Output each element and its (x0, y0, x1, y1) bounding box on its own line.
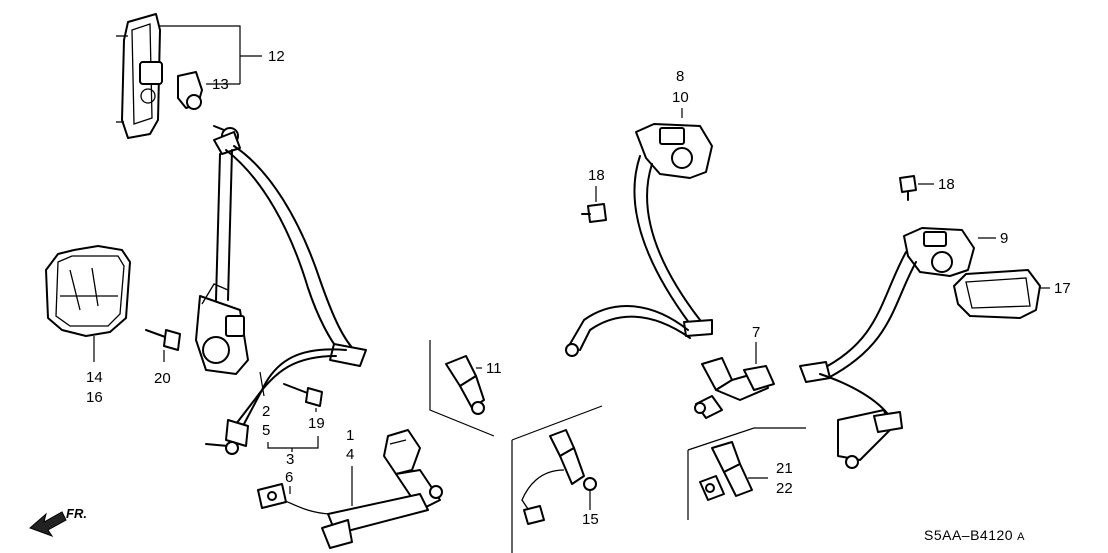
callout-4: 4 (346, 446, 354, 463)
bolt-18-center-part (581, 186, 607, 223)
pillar-cover-part (116, 13, 163, 139)
front-seat-belt-part (195, 125, 367, 455)
bolt-20-part (145, 329, 181, 362)
rear-right-seat-belt-part (799, 227, 975, 469)
direction-label: FR. (66, 506, 87, 521)
callout-8: 8 (676, 68, 684, 85)
callout-15: 15 (582, 511, 599, 528)
callout-18-center: 18 (588, 167, 605, 184)
callout-11: 11 (486, 360, 502, 377)
callout-21: 21 (776, 460, 793, 477)
callout-13: 13 (212, 76, 229, 93)
front-buckle-part (257, 429, 443, 549)
callout-3: 3 (286, 451, 294, 468)
callout-12: 12 (268, 48, 285, 65)
callout-17: 17 (1054, 280, 1071, 297)
rear-outer-seat-belt-part (565, 123, 713, 357)
trim-cover-part (45, 245, 131, 362)
group-bracket-15 (511, 405, 603, 553)
front-direction-arrow: FR. (29, 506, 87, 537)
rear-side-buckle-part (699, 441, 768, 501)
rear-center-buckle-part (445, 355, 485, 415)
callout-1: 1 (346, 427, 354, 444)
group-bracket-21 (687, 427, 806, 520)
callout-10: 10 (672, 89, 689, 106)
callout-20: 20 (154, 370, 171, 387)
cover-clip-part (177, 71, 203, 110)
callout-7: 7 (752, 324, 760, 341)
callout-5: 5 (262, 422, 270, 439)
rear-buckle-harness-part (521, 429, 597, 525)
callout-6: 6 (285, 469, 293, 486)
callout-19: 19 (308, 415, 325, 432)
callout-22: 22 (776, 480, 793, 497)
callout-18-right: 18 (938, 176, 955, 193)
callout-9: 9 (1000, 230, 1008, 247)
callout-2: 2 (262, 403, 270, 420)
callout-16: 16 (86, 389, 103, 406)
group-bracket-11 (429, 340, 495, 437)
callout-14: 14 (86, 369, 103, 386)
rear-buckle-part (694, 342, 775, 419)
bolt-18-right-part (899, 175, 934, 201)
tray-cover-part (953, 269, 1050, 319)
